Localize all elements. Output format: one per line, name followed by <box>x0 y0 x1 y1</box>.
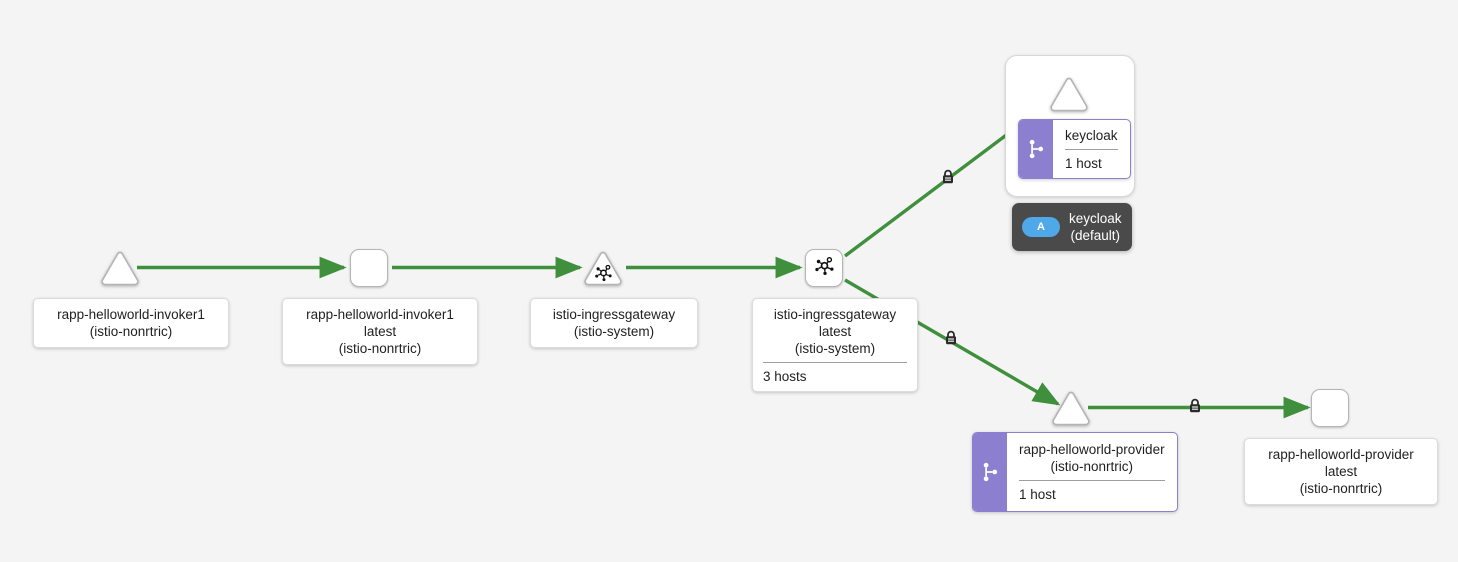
app-triangle-icon <box>584 251 622 286</box>
app-triangle-icon <box>1050 77 1088 112</box>
lock-icon <box>941 169 955 185</box>
app-triangle-icon <box>101 251 139 286</box>
service-mesh-icon <box>814 255 835 281</box>
hosts-count: 1 host <box>1065 155 1102 171</box>
label-divider <box>1019 480 1165 481</box>
status-badge: A <box>1022 217 1060 237</box>
service-mesh-icon <box>582 263 624 282</box>
label-line: rapp-helloworld-provider <box>1019 442 1165 457</box>
service-entry-icon <box>1019 120 1053 178</box>
label-line: (istio-nonrtric) <box>1299 481 1383 496</box>
label-istio-ingressgateway-app[interactable]: istio-ingressgateway (istio-system) <box>530 298 698 348</box>
tooltip-line: keycloak <box>1069 211 1122 226</box>
label-rapp-helloworld-provider-service[interactable]: rapp-helloworld-provider (istio-nonrtric… <box>972 432 1178 512</box>
label-divider <box>1065 148 1118 150</box>
label-line: (istio-system) <box>794 341 876 356</box>
service-entry-icon <box>973 433 1007 511</box>
label-line: latest <box>1324 464 1358 479</box>
tooltip-line: (default) <box>1070 228 1121 243</box>
label-line: latest <box>363 324 397 339</box>
label-rapp-helloworld-invoker1-app[interactable]: rapp-helloworld-invoker1 (istio-nonrtric… <box>33 298 229 348</box>
label-line: istio-ingressgateway <box>773 307 897 322</box>
node-keycloak-service[interactable] <box>1048 75 1090 113</box>
label-keycloak-service[interactable]: keycloak 1 host <box>1018 119 1131 179</box>
label-line: istio-ingressgateway <box>552 307 676 322</box>
label-line: (istio-system) <box>573 324 655 339</box>
label-rapp-helloworld-provider-workload[interactable]: rapp-helloworld-provider latest (istio-n… <box>1244 438 1438 505</box>
label-line: rapp-helloworld-provider <box>1268 447 1414 462</box>
node-rapp-helloworld-provider-workload[interactable] <box>1311 389 1349 427</box>
label-line: (istio-nonrtric) <box>338 341 422 356</box>
label-rapp-helloworld-invoker1-workload[interactable]: rapp-helloworld-invoker1 latest (istio-n… <box>282 298 478 365</box>
hosts-count: 1 host <box>1019 487 1056 502</box>
node-istio-ingressgateway-app[interactable] <box>582 249 624 287</box>
label-line: (istio-nonrtric) <box>1050 459 1134 474</box>
tooltip-keycloak: A keycloak (default) <box>1012 203 1132 251</box>
lock-icon <box>944 330 958 346</box>
label-line: (istio-nonrtric) <box>89 324 173 339</box>
tooltip-text: keycloak (default) <box>1069 210 1122 244</box>
label-line: rapp-helloworld-invoker1 <box>57 307 205 322</box>
label-line: rapp-helloworld-invoker1 <box>306 307 454 322</box>
label-line: latest <box>818 324 852 339</box>
node-istio-ingressgateway-workload[interactable] <box>805 249 843 287</box>
label-istio-ingressgateway-workload[interactable]: istio-ingressgateway latest (istio-syste… <box>752 298 918 392</box>
label-divider <box>763 362 907 363</box>
node-rapp-helloworld-provider-service[interactable] <box>1050 389 1092 427</box>
hosts-count: 3 hosts <box>763 369 807 384</box>
node-rapp-helloworld-invoker1-app[interactable] <box>99 249 141 287</box>
label-line: keycloak <box>1065 127 1118 143</box>
app-triangle-icon <box>1052 391 1090 426</box>
node-rapp-helloworld-invoker1-workload[interactable] <box>350 249 388 287</box>
lock-icon <box>1188 398 1202 414</box>
